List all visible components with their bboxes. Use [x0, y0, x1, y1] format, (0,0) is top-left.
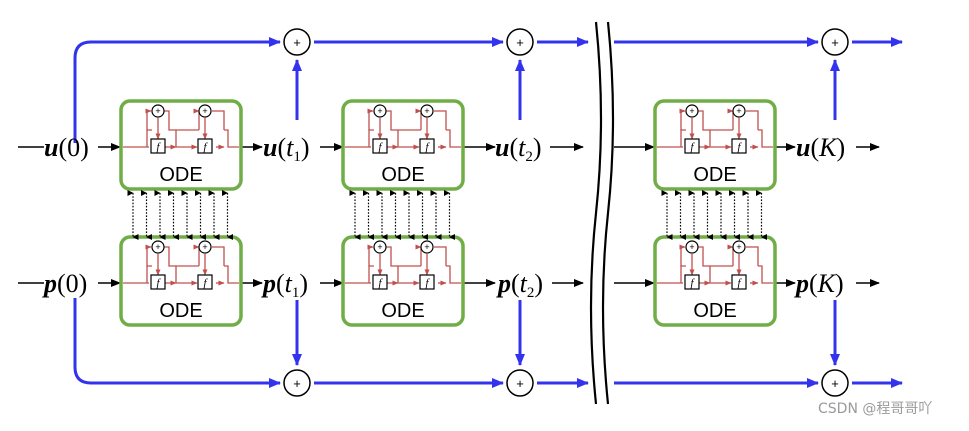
svg-text:+: +: [293, 35, 301, 50]
svg-text:+: +: [377, 106, 382, 116]
label-p-t2: p(t2): [496, 269, 543, 301]
bottom-skip-connections: [73, 298, 903, 388]
label-u0: u(0): [44, 133, 89, 162]
svg-text:f: f: [690, 277, 695, 289]
label-p-t1: p(t1): [261, 269, 308, 301]
inner-sum-node: +: [732, 104, 746, 118]
variable-labels: u(0) u(t1) u(t2) u(K) p(0) p(t1) p(t2) p…: [42, 133, 845, 301]
skip-arrow-p0-to-sum1: [73, 298, 281, 388]
f-function-box: f: [197, 138, 213, 154]
inner-sum-node: +: [151, 240, 165, 254]
inner-sum-node: +: [732, 240, 746, 254]
svg-text:+: +: [424, 242, 429, 252]
f-function-box: f: [684, 274, 700, 290]
f-function-box: f: [731, 138, 747, 154]
coupling-group-2: [349, 190, 455, 240]
label-u-t2: u(t2): [495, 133, 542, 165]
f-function-box: f: [197, 274, 213, 290]
svg-text:+: +: [155, 242, 160, 252]
svg-text:+: +: [831, 376, 839, 391]
svg-text:+: +: [516, 35, 524, 50]
main-flow-arrows: [18, 143, 880, 287]
svg-text:f: f: [156, 141, 161, 153]
sum-nodes: + + + + + +: [283, 28, 849, 397]
inner-sum-node: +: [685, 104, 699, 118]
sum-node-top-K: +: [821, 28, 849, 56]
svg-text:f: f: [690, 141, 695, 153]
f-function-box: f: [419, 138, 435, 154]
f-function-box: f: [150, 274, 166, 290]
inner-sum-node: +: [373, 240, 387, 254]
svg-text:f: f: [203, 277, 208, 289]
svg-text:+: +: [831, 35, 839, 50]
svg-text:+: +: [293, 376, 301, 391]
ode-label: ODE: [693, 164, 736, 186]
f-function-box: f: [372, 274, 388, 290]
svg-text:f: f: [737, 277, 742, 289]
svg-text:+: +: [736, 242, 741, 252]
label-p0: p(0): [42, 269, 87, 298]
ode-label: ODE: [159, 300, 202, 322]
f-function-box: f: [684, 138, 700, 154]
svg-text:f: f: [425, 277, 430, 289]
sum-node-top-2: +: [506, 28, 534, 56]
break-marks: [589, 21, 615, 405]
skip-arrow-u0-to-sum1: [73, 37, 281, 143]
svg-text:+: +: [736, 106, 741, 116]
ode-label: ODE: [381, 164, 424, 186]
sum-node-bottom-K: +: [821, 369, 849, 397]
svg-text:+: +: [202, 242, 207, 252]
label-pK: p(K): [794, 269, 844, 298]
svg-text:+: +: [516, 376, 524, 391]
ode-label: ODE: [381, 300, 424, 322]
label-u-t1: u(t1): [263, 133, 310, 165]
watermark: CSDN @程哥哥吖: [818, 401, 933, 417]
f-function-box: f: [150, 138, 166, 154]
svg-text:f: f: [378, 277, 383, 289]
svg-text:+: +: [424, 106, 429, 116]
sum-node-top-1: +: [283, 28, 311, 56]
coupling-group-1: [127, 190, 233, 240]
inner-sum-node: +: [420, 240, 434, 254]
ode-label: ODE: [159, 164, 202, 186]
svg-text:+: +: [202, 106, 207, 116]
svg-text:f: f: [203, 141, 208, 153]
top-skip-connections: [73, 37, 903, 143]
svg-text:f: f: [425, 141, 430, 153]
svg-text:f: f: [737, 141, 742, 153]
coupling-group-3: [661, 190, 767, 240]
svg-text:+: +: [689, 106, 694, 116]
svg-text:f: f: [378, 141, 383, 153]
inner-sum-node: +: [420, 104, 434, 118]
svg-text:+: +: [377, 242, 382, 252]
f-function-box: f: [419, 274, 435, 290]
inner-sum-node: +: [373, 104, 387, 118]
label-uK: u(K): [796, 133, 845, 162]
inner-sum-node: +: [685, 240, 699, 254]
inner-sum-node: +: [198, 104, 212, 118]
svg-text:+: +: [155, 106, 160, 116]
sum-node-bottom-2: +: [506, 369, 534, 397]
coupling-arrows: [127, 190, 767, 240]
svg-text:f: f: [156, 277, 161, 289]
f-function-box: f: [372, 138, 388, 154]
inner-sum-node: +: [198, 240, 212, 254]
f-function-box: f: [731, 274, 747, 290]
sum-node-bottom-1: +: [283, 369, 311, 397]
inner-sum-node: +: [151, 104, 165, 118]
svg-text:+: +: [689, 242, 694, 252]
ode-label: ODE: [693, 300, 736, 322]
